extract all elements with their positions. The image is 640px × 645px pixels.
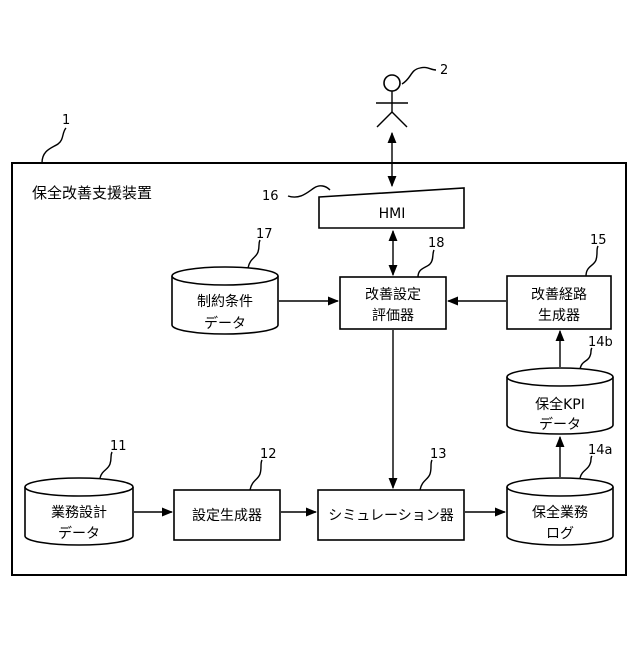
setting-generator-ref: 12 [260, 447, 277, 462]
route-generator-line1: 改善経路 [531, 287, 587, 303]
constraint-db-line1: 制約条件 [197, 293, 253, 310]
log-db-ref-leader [580, 456, 592, 478]
constraint-db-ref-leader [248, 240, 260, 268]
setting-generator-ref-leader [250, 460, 262, 490]
constraint-db-line2: データ [204, 315, 246, 332]
simulator-ref-leader [420, 460, 432, 490]
constraint-db-ref: 17 [256, 227, 273, 242]
route-generator-ref: 15 [590, 233, 607, 248]
hmi-ref-leader [288, 186, 330, 197]
kpi-db-ref-leader [580, 348, 592, 369]
design-db-ref: 11 [110, 439, 127, 454]
simulator-ref: 13 [430, 447, 447, 462]
kpi-db-ref: 14b [588, 335, 613, 350]
design-db-ref-leader [100, 452, 112, 478]
system-ref: 1 [62, 113, 70, 128]
setting-generator-label: 設定生成器 [192, 508, 262, 524]
evaluator-ref: 18 [428, 236, 445, 251]
evaluator-ref-leader [418, 250, 434, 277]
kpi-db-line1: 保全KPI [535, 396, 585, 413]
design-db-line2: データ [58, 525, 100, 542]
user-ref-leader [402, 67, 436, 84]
log-db-ref: 14a [588, 443, 613, 458]
system-label: 保全改善支援装置 [32, 184, 152, 202]
system-ref-leader [42, 128, 66, 163]
evaluator-line2: 評価器 [372, 308, 414, 324]
log-db-line1: 保全業務 [532, 504, 588, 521]
kpi-db-line2: データ [539, 416, 581, 433]
evaluator-line1: 改善設定 [365, 287, 421, 303]
log-db-line2: ログ [546, 526, 574, 542]
route-generator-ref-leader [586, 246, 598, 276]
hmi-ref: 16 [262, 189, 279, 204]
hmi-label: HMI [379, 206, 406, 222]
simulator-label: シミュレーション器 [328, 508, 453, 524]
route-generator-line2: 生成器 [538, 308, 580, 324]
design-db-line1: 業務設計 [51, 505, 107, 521]
user-ref: 2 [440, 63, 448, 78]
